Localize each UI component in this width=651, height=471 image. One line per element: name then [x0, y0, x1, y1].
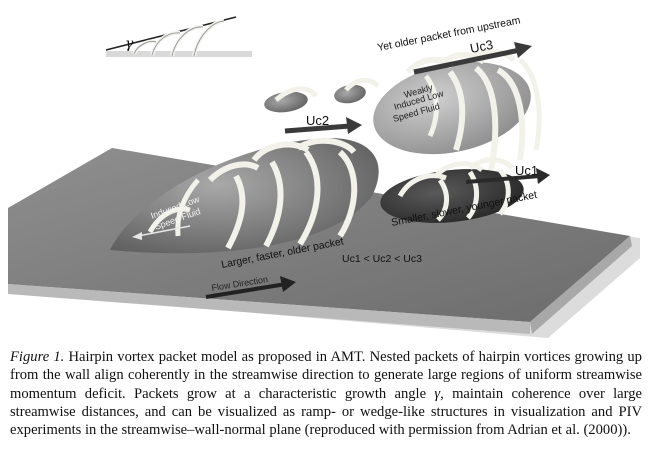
uc2-arrow	[284, 117, 362, 134]
gamma-label: γ	[125, 36, 134, 52]
upstream-packet	[373, 48, 542, 177]
figure-illustration: γ	[8, 14, 640, 338]
figure-caption: Figure 1. Hairpin vortex packet model as…	[10, 348, 642, 439]
uc3-label: Uc3	[469, 37, 495, 56]
flow-direction-arrow	[205, 276, 296, 299]
larger-older-packet	[110, 137, 379, 254]
uc3-arrow	[413, 42, 532, 75]
growth-angle-inset: γ	[105, 16, 252, 57]
uc1-label: Uc1	[515, 163, 538, 178]
older-packet-label: Yet older packet from upstream	[376, 14, 521, 54]
velocity-relation-label: Uc1 < Uc2 < Uc3	[342, 253, 422, 265]
hairpin-packet-figure: γ	[8, 14, 640, 338]
caption-gamma-symbol: γ	[434, 385, 441, 402]
induced-fluid-arrow	[132, 225, 191, 240]
caption-text-part1: Hairpin vortex packet model as proposed …	[10, 349, 642, 402]
caption-text-part2: , maintain coherence over large streamwi…	[10, 385, 643, 439]
smaller-younger-packet	[380, 157, 524, 223]
floating-vortices	[264, 78, 380, 113]
uc2-label: Uc2	[306, 113, 329, 128]
uc1-arrow	[465, 168, 550, 184]
caption-figure-label: Figure 1.	[10, 349, 65, 365]
